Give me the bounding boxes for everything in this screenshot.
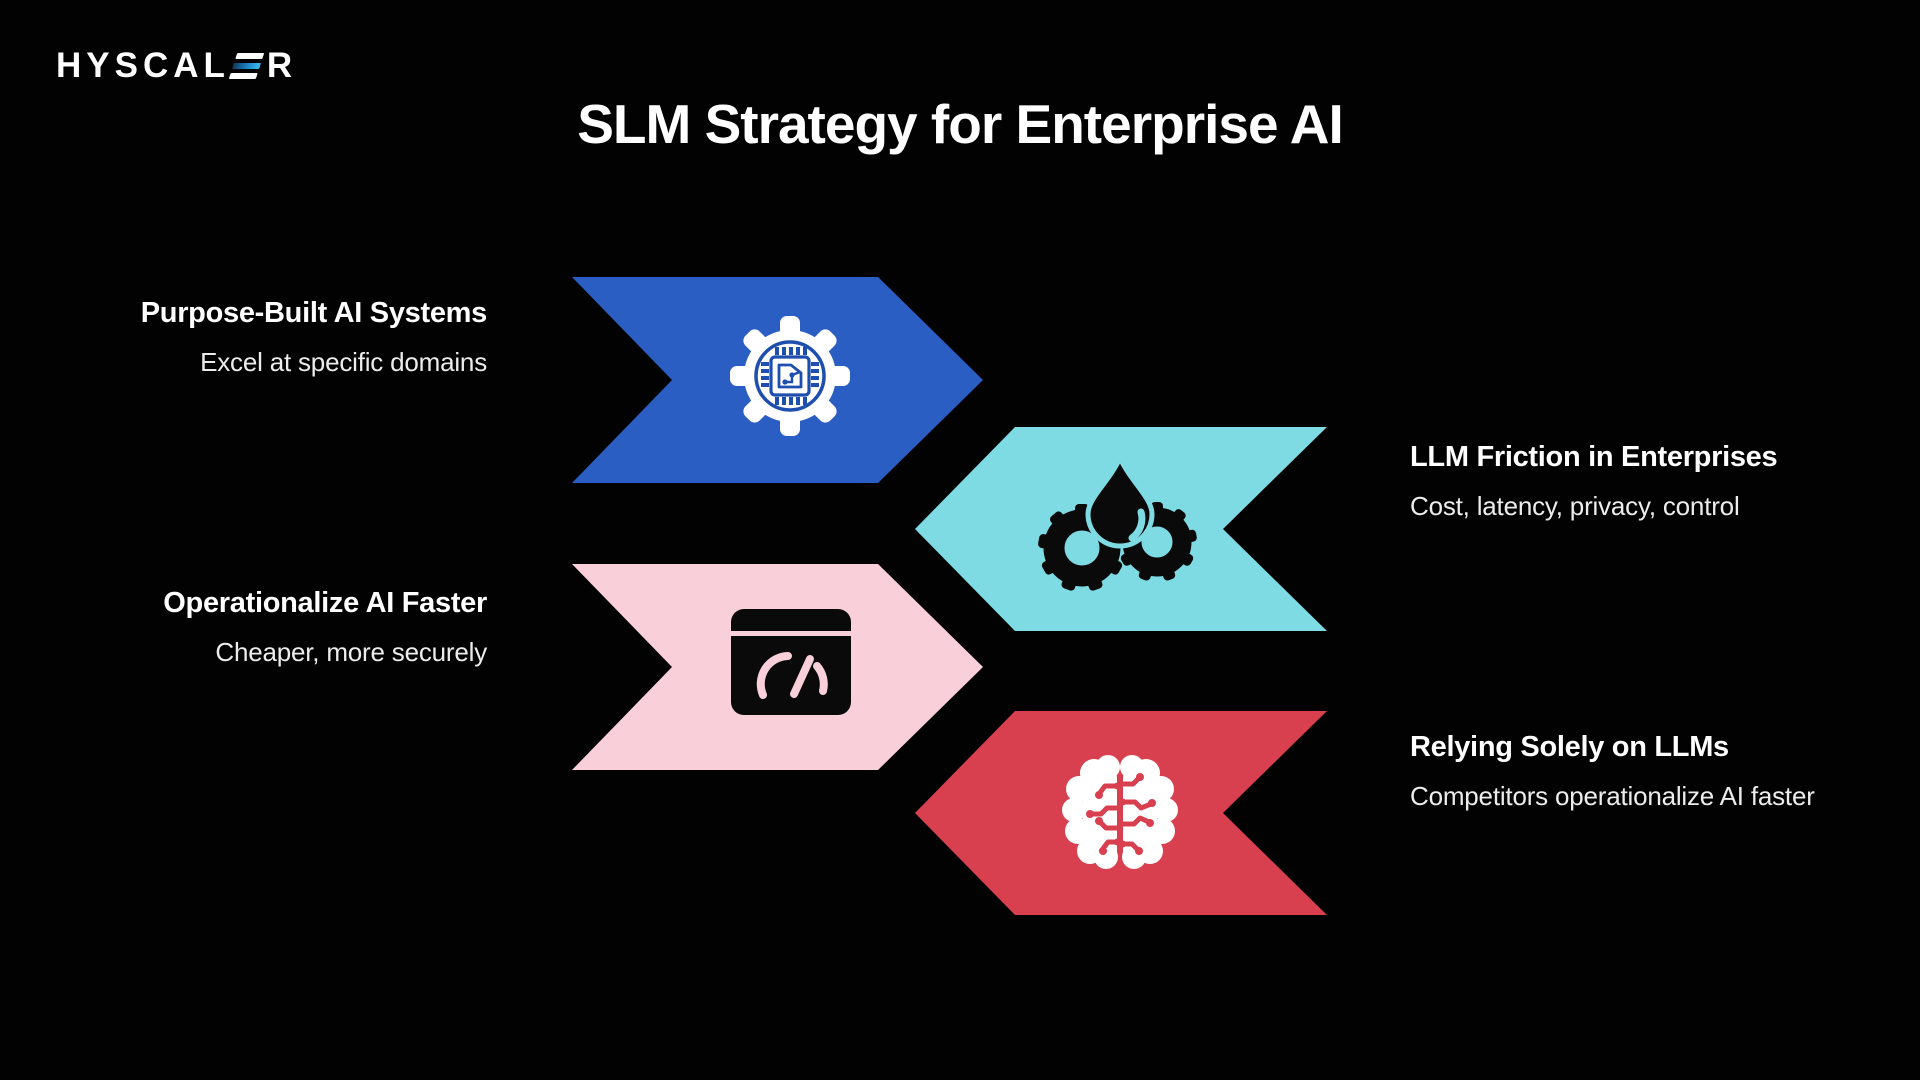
label-subtext: Cheaper, more securely <box>215 637 487 667</box>
circuit-brain-icon <box>1062 755 1178 869</box>
label-subtext: Competitors operationalize AI faster <box>1410 781 1815 811</box>
water-drop-gears-icon <box>1038 452 1197 591</box>
label-llm-friction: LLM Friction in Enterprises Cost, latenc… <box>1410 441 1778 522</box>
logo-e-mark-icon <box>228 53 265 79</box>
chevron-relying-llms <box>915 711 1327 915</box>
logo-text-after: R <box>266 46 298 85</box>
label-heading: Relying Solely on LLMs <box>1410 731 1729 763</box>
page-title: SLM Strategy for Enterprise AI <box>577 93 1344 155</box>
logo-e-bar-bottom <box>228 73 258 79</box>
label-heading: Purpose-Built AI Systems <box>140 297 488 329</box>
speedometer-window-icon <box>731 609 851 715</box>
label-heading: LLM Friction in Enterprises <box>1410 441 1778 473</box>
label-operationalize: Operationalize AI Faster Cheaper, more s… <box>163 587 487 668</box>
label-relying-llms: Relying Solely on LLMs Competitors opera… <box>1410 731 1815 812</box>
hyscaler-logo: HYSCAL R <box>56 46 297 86</box>
label-subtext: Cost, latency, privacy, control <box>1410 491 1740 521</box>
label-purpose-built: Purpose-Built AI Systems Excel at specif… <box>140 297 488 378</box>
logo-e-bar-top <box>235 53 265 59</box>
logo-text-before: HYSCAL <box>56 46 230 85</box>
label-subtext: Excel at specific domains <box>200 347 487 377</box>
gear-chip-icon <box>730 316 850 436</box>
label-heading: Operationalize AI Faster <box>163 587 487 619</box>
chevron-shape <box>915 711 1327 915</box>
logo-e-bar-middle <box>231 63 261 69</box>
